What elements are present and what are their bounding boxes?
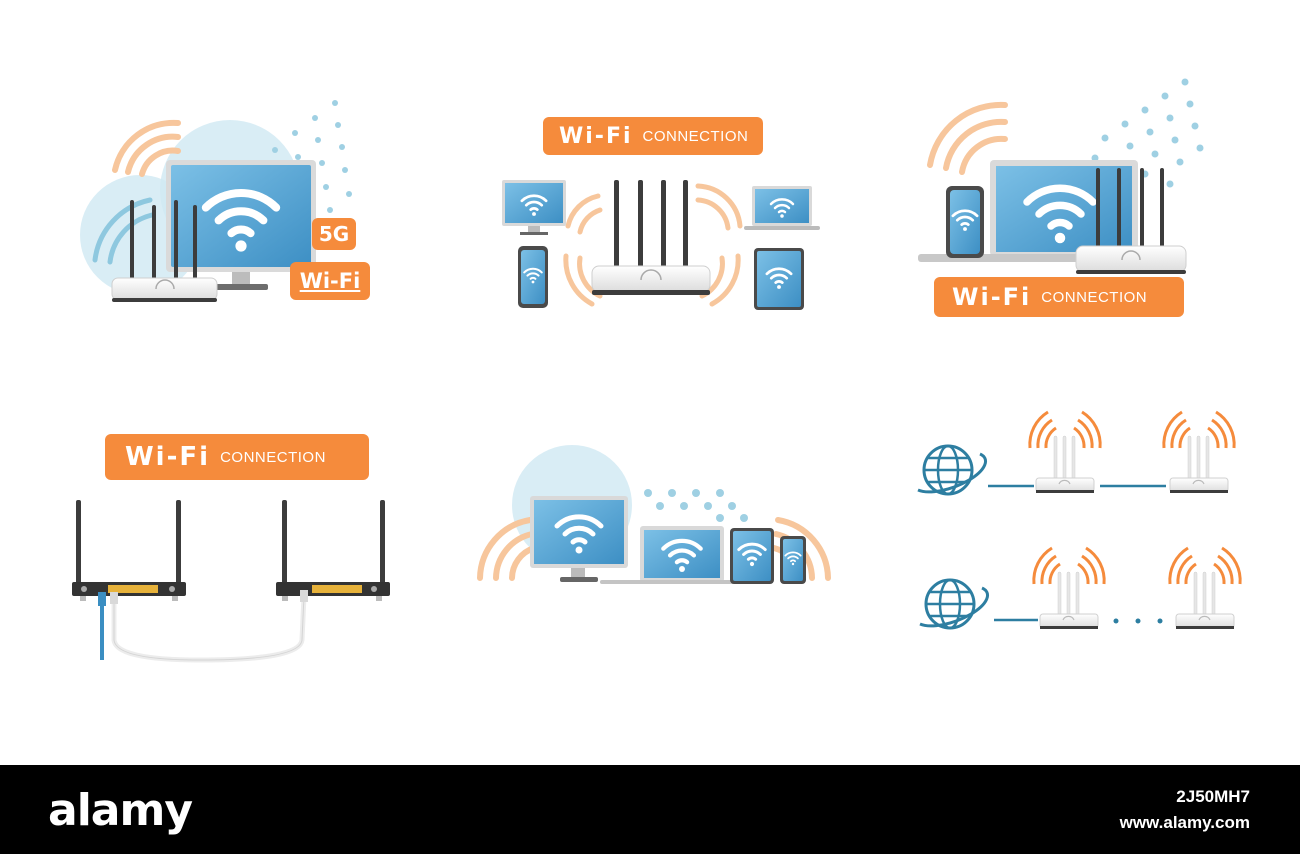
router-icon	[1162, 410, 1236, 495]
globe-icon	[916, 444, 988, 496]
monitor-icon	[530, 496, 628, 582]
panel-router-devices	[502, 180, 820, 310]
router-icon	[111, 200, 218, 302]
dot-pattern	[1091, 78, 1204, 188]
phone-icon	[780, 536, 806, 584]
globe-icon	[918, 578, 990, 630]
panel-monitor-router-5g	[80, 100, 352, 302]
panel-routers-cable	[72, 500, 390, 663]
router-icon	[1168, 546, 1242, 631]
monitor-icon	[166, 160, 316, 290]
phone-icon	[518, 246, 548, 308]
signal-waves	[927, 101, 1008, 175]
badge-connection-text: CONNECTION	[1041, 288, 1148, 306]
tablet-icon	[730, 528, 774, 584]
wifi-connection-badge: Wi-Fi CONNECTION	[105, 434, 369, 480]
panel-laptop-phone-router	[918, 78, 1204, 274]
panel-network-diagram	[916, 410, 1242, 631]
badge-wifi-text: Wi-Fi	[559, 123, 633, 149]
laptop-icon	[600, 526, 736, 584]
tag-wifi: Wi-Fi	[290, 262, 370, 300]
badge-connection-text: CONNECTION	[642, 127, 749, 145]
tag-5g: 5G	[312, 218, 356, 250]
badge-connection-text: CONNECTION	[220, 448, 326, 466]
monitor-icon	[502, 180, 566, 235]
laptop-icon	[918, 160, 1166, 262]
wifi-illustration-canvas	[72, 78, 1242, 663]
panel-devices-group	[477, 445, 831, 584]
ellipsis-dots	[1113, 618, 1163, 624]
wifi-connection-badge: Wi-Fi CONNECTION	[543, 117, 763, 155]
router-icon	[1032, 546, 1106, 631]
site-url: www.alamy.com	[1119, 813, 1250, 832]
laptop-icon	[744, 186, 820, 230]
wifi-connection-badge: Wi-Fi CONNECTION	[934, 277, 1184, 317]
router-icon	[1075, 168, 1187, 274]
signal-waves	[112, 119, 181, 177]
phone-icon	[946, 186, 984, 258]
alamy-logo: alamy	[48, 785, 193, 836]
badge-wifi-text: Wi-Fi	[952, 283, 1032, 311]
router-icon	[276, 500, 390, 601]
badge-wifi-text: Wi-Fi	[125, 442, 211, 472]
footer-bar: alamy 2J50MH7 www.alamy.com	[0, 765, 1300, 854]
dot-pattern	[272, 100, 352, 213]
router-icon	[72, 500, 186, 601]
image-id: 2J50MH7	[1176, 787, 1250, 806]
router-icon	[1028, 410, 1102, 495]
tablet-icon	[754, 248, 804, 310]
router-icon	[591, 265, 711, 295]
